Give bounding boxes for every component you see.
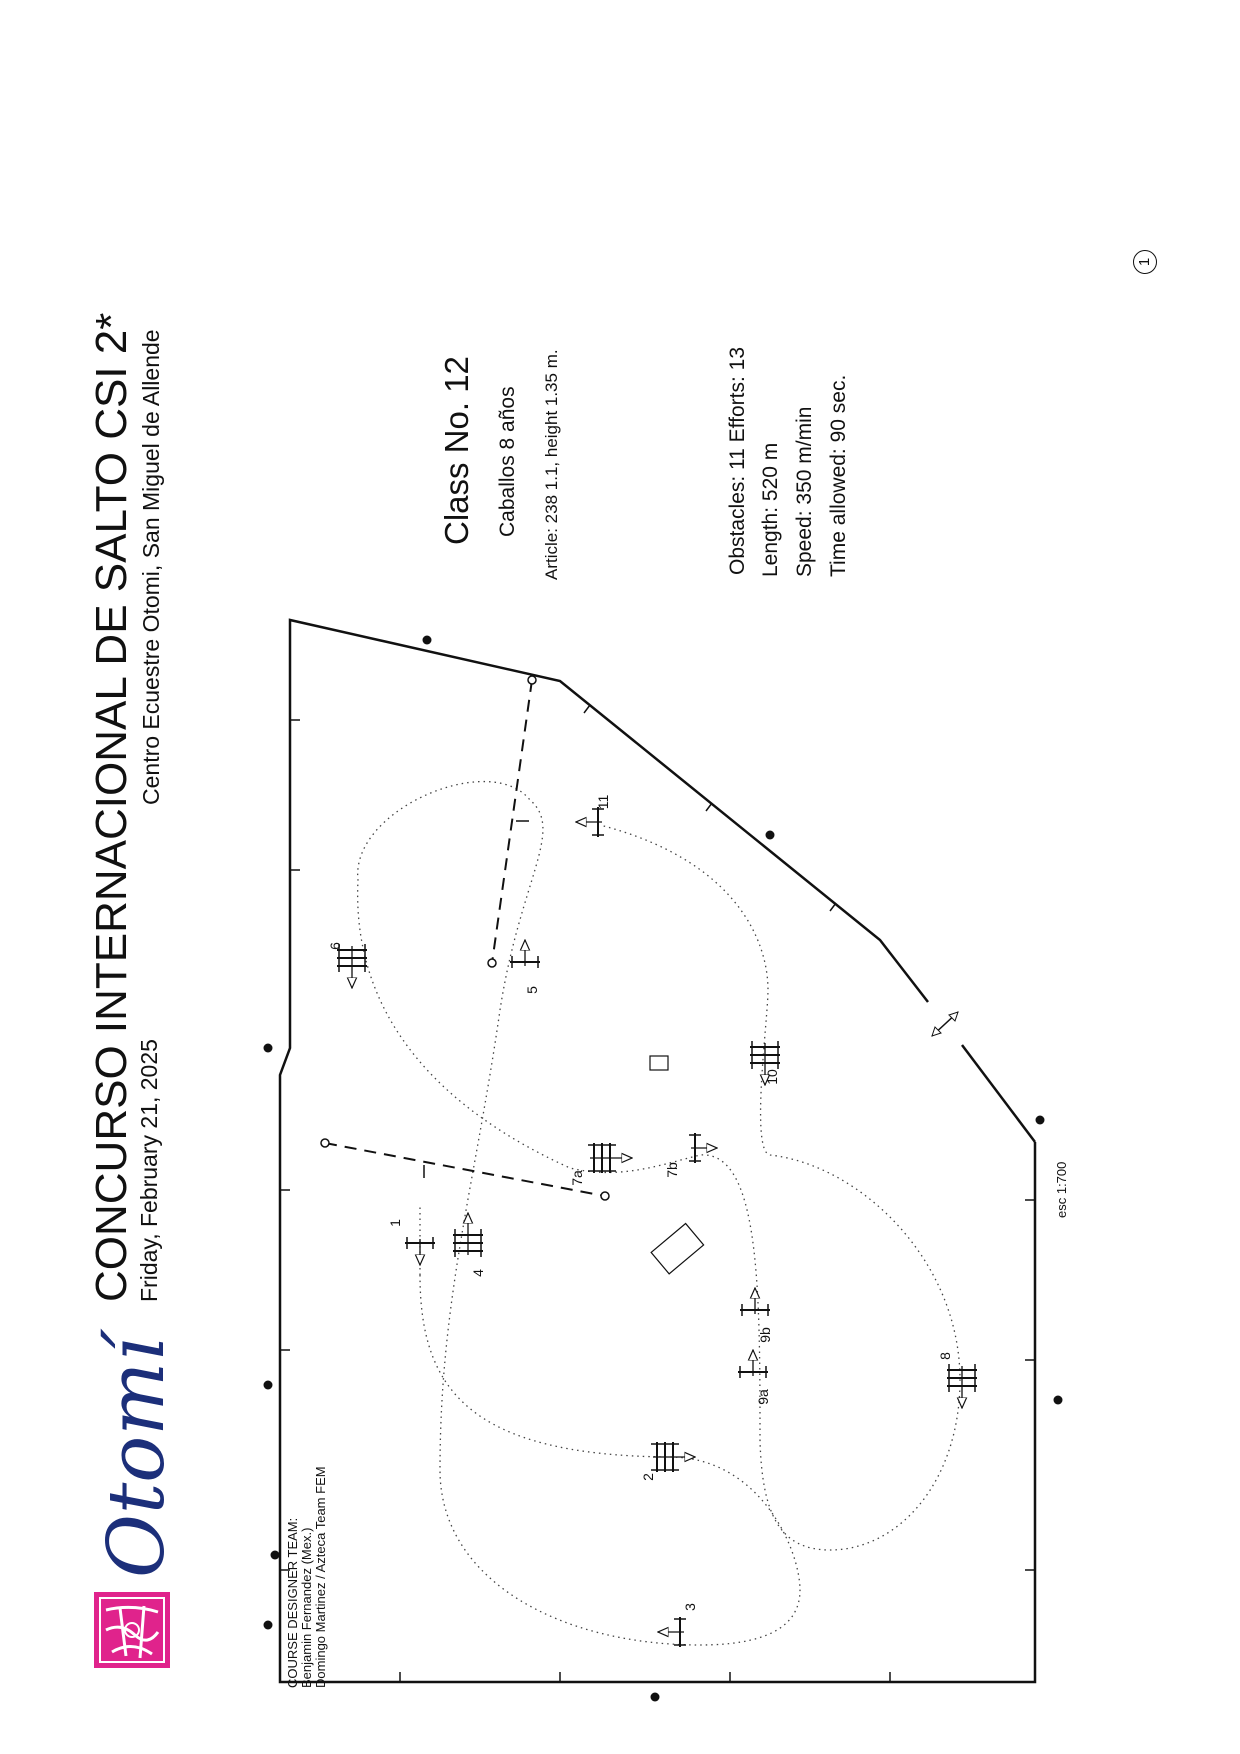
finish-line — [491, 679, 533, 964]
page-marker: 1 — [1133, 250, 1157, 274]
obstacle-label-7b: 7b — [664, 1162, 680, 1178]
entrance-arrow-icon — [931, 1011, 959, 1037]
judge-box-small — [649, 1055, 669, 1071]
arena-fence — [278, 618, 1037, 1684]
obstacle-4 — [453, 1213, 483, 1257]
obstacles-layer: 1 2 3 4 5 6 7a 7b 8 9a 9b 10 11 — [327, 795, 977, 1647]
riding-track — [356, 781, 961, 1646]
obstacle-10 — [750, 1041, 780, 1085]
obstacle-2 — [651, 1442, 695, 1472]
obstacle-label-8: 8 — [937, 1352, 953, 1360]
obstacle-label-11: 11 — [595, 795, 611, 810]
obstacle-11 — [576, 807, 604, 837]
outer-markers — [263, 635, 1063, 1702]
obstacle-9a — [738, 1350, 768, 1378]
arena-fence-gate-side — [961, 1044, 1036, 1143]
obstacle-label-10: 10 — [764, 1069, 780, 1085]
start-line — [324, 1142, 606, 1197]
otomi-logo: Otomí — [92, 1337, 202, 1670]
obstacle-label-9b: 9b — [757, 1327, 773, 1343]
obstacle-5 — [510, 940, 540, 968]
obstacle-label-9a: 9a — [755, 1389, 771, 1405]
obstacle-3 — [658, 1617, 686, 1647]
fence-tick-marks — [280, 704, 1035, 1682]
obstacle-label-5: 5 — [524, 986, 540, 994]
obstacle-label-4: 4 — [470, 1269, 486, 1277]
obstacle-6 — [337, 944, 367, 988]
obstacle-1 — [405, 1237, 435, 1265]
obstacle-label-1: 1 — [387, 1219, 403, 1227]
obstacle-8 — [947, 1364, 977, 1408]
obstacle-label-3: 3 — [682, 1603, 698, 1611]
obstacle-label-7a: 7a — [569, 1170, 585, 1186]
obstacle-label-2: 2 — [640, 1473, 656, 1481]
obstacle-7b — [689, 1133, 717, 1163]
obstacle-9b — [740, 1288, 770, 1316]
obstacle-label-6: 6 — [327, 942, 343, 950]
judge-box — [650, 1222, 705, 1275]
obstacle-7a — [588, 1143, 632, 1173]
